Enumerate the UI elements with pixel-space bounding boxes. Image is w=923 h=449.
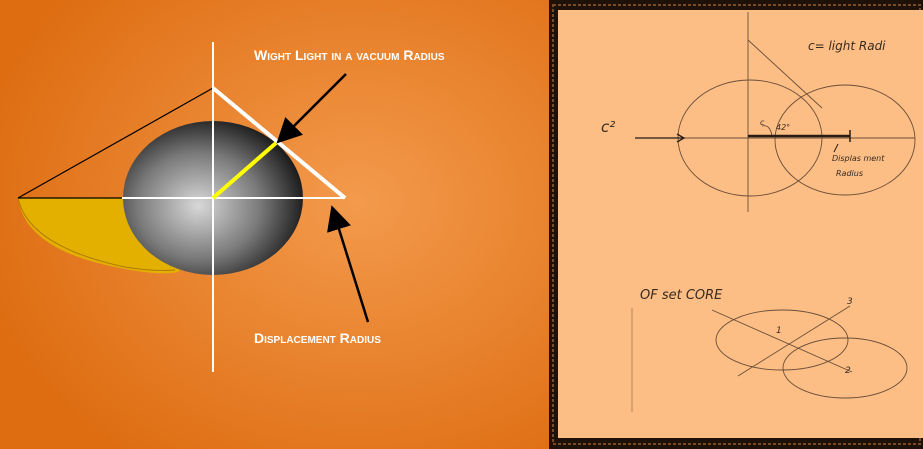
left-panel: Wight Light in a vacuum Radius Displacem… [0,0,550,449]
label-light-radius: Wight Light in a vacuum Radius [254,47,445,63]
point-3-label: 3 [847,297,853,307]
displacement-note-1: Displas ment [832,154,885,163]
displacement-pointer [833,143,839,153]
sketch-diagonal [747,39,823,109]
shadow-edge [17,197,176,271]
pencil-sketch [631,12,916,412]
displacement-note-2: Radius [836,169,863,178]
light-radius-line [211,141,278,200]
triangle-left-edge [17,87,214,199]
sketch-offset-circle-1 [715,309,849,371]
angle-mark: c [760,118,765,127]
sketch-circle-right [774,84,916,196]
angle-label: 42° [776,123,790,132]
arrow-to-displacement [327,205,370,323]
offset-core-label: OF set CORE [640,288,723,303]
sketch-offset-line-1 [711,309,853,373]
sketch-paper [558,10,923,438]
c-squared-arrow-head [676,133,686,143]
c-squared-label: c² [601,118,615,136]
point-2-label: 2 [845,366,851,376]
sketch-offset-line-2 [737,305,851,377]
sketch-title: c= light Radi [808,39,886,53]
point-1-label: 1 [776,326,782,336]
arrow-to-light-radius [276,73,347,144]
sketch-angle-arc [761,125,773,137]
label-displacement-radius: Displacement Radius [254,330,381,346]
ink-marks [635,130,851,153]
sketch-offset-circle-2 [782,337,908,399]
right-panel: c= light Radi c² c 42° Displas ment Radi… [549,0,923,449]
